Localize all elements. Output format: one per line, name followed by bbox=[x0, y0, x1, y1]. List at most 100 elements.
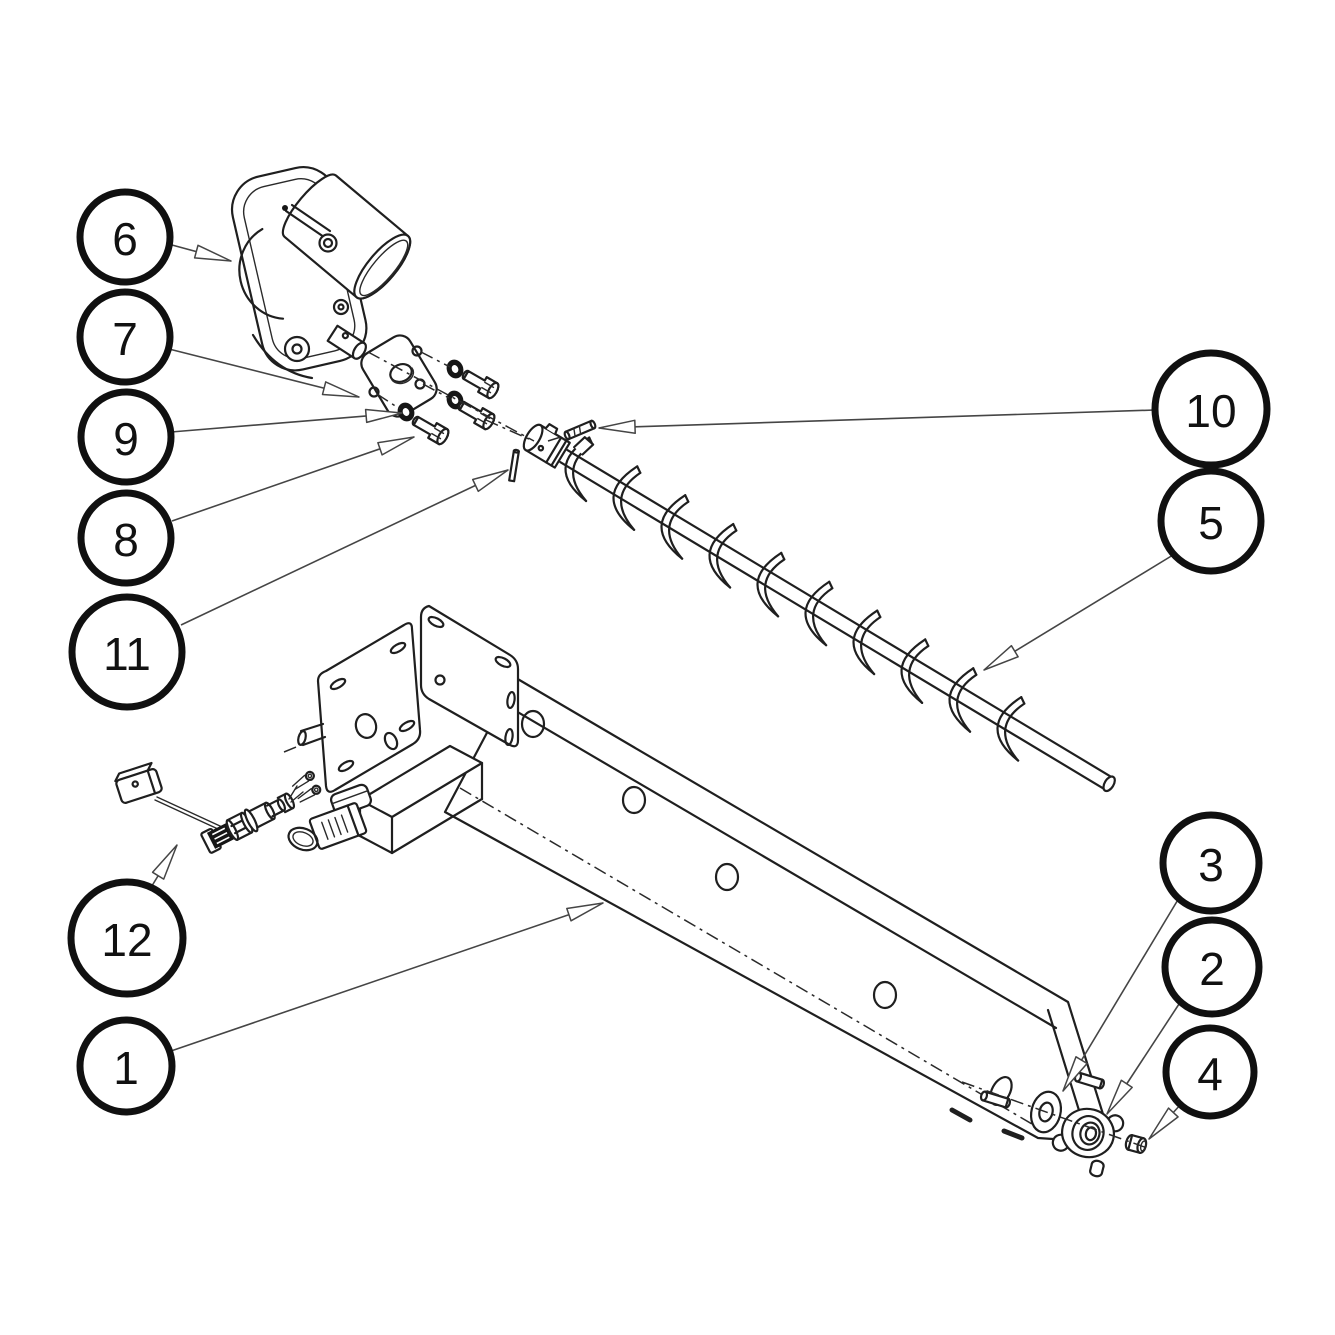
harness-plug bbox=[114, 761, 163, 804]
roll-pin-drawing bbox=[508, 448, 520, 483]
hex-bolt bbox=[458, 365, 502, 401]
auger-flight-edge bbox=[780, 551, 786, 561]
callout-number-10: 10 bbox=[1185, 385, 1236, 437]
callout-balloon-12 bbox=[67, 878, 187, 998]
hex-bolt bbox=[408, 411, 452, 447]
callout-10: 10 bbox=[598, 349, 1271, 469]
callout-balloon-5 bbox=[1157, 467, 1265, 575]
callout-arrowhead bbox=[598, 419, 636, 435]
callout-number-11: 11 bbox=[103, 628, 151, 680]
callout-6: 6 bbox=[76, 188, 232, 286]
auger-flight bbox=[948, 667, 975, 733]
auger-flight bbox=[612, 465, 639, 531]
auger-flight bbox=[852, 609, 879, 676]
callout-leader-line bbox=[1062, 897, 1180, 1092]
auger-flight-edge bbox=[1020, 696, 1026, 705]
motor-boss bbox=[283, 335, 311, 363]
callout-balloon-3 bbox=[1159, 811, 1263, 915]
callout-balloon-9 bbox=[77, 388, 175, 486]
auger-flight-edge bbox=[732, 522, 738, 532]
motor-terminal bbox=[282, 203, 338, 253]
callout-balloon-1 bbox=[76, 1016, 176, 1116]
callout-11: 11 bbox=[68, 469, 509, 711]
callout-number-7: 7 bbox=[112, 313, 138, 365]
callout-12: 12 bbox=[67, 844, 187, 998]
mount-bracket-drawing bbox=[283, 604, 520, 855]
harness-connector bbox=[200, 792, 296, 854]
callout-arrowhead bbox=[151, 844, 178, 880]
motor-output-shaft bbox=[326, 324, 367, 360]
auger-flight bbox=[812, 587, 834, 647]
auger-hub bbox=[522, 423, 595, 469]
callout-arrowhead bbox=[566, 902, 604, 922]
callout-5: 5 bbox=[983, 467, 1265, 671]
auger-flight bbox=[660, 494, 687, 560]
callout-8: 8 bbox=[77, 436, 415, 587]
bracket-rear-plate bbox=[419, 604, 520, 748]
callout-arrowhead bbox=[377, 436, 415, 456]
callout-balloon-10 bbox=[1151, 349, 1271, 469]
auger-flight bbox=[908, 644, 930, 704]
flange-bearing bbox=[1051, 1107, 1125, 1159]
callout-number-3: 3 bbox=[1198, 839, 1224, 891]
callout-7: 7 bbox=[76, 288, 360, 398]
callout-arrowhead bbox=[471, 469, 509, 493]
weld-slot bbox=[1001, 1128, 1025, 1141]
auger-flight-edge bbox=[828, 580, 834, 590]
callout-balloon-7 bbox=[76, 288, 174, 386]
auger-flight bbox=[996, 696, 1023, 762]
callout-arrowhead bbox=[321, 381, 360, 398]
callout-leader-line bbox=[171, 436, 415, 522]
auger-flight bbox=[956, 673, 978, 733]
callout-2: 2 bbox=[1106, 916, 1263, 1115]
callout-9: 9 bbox=[77, 388, 403, 486]
callout-balloon-11 bbox=[68, 593, 186, 711]
callout-leader-line bbox=[598, 409, 1156, 429]
auger-flight bbox=[756, 551, 783, 618]
weld-slot bbox=[949, 1107, 973, 1123]
callout-arrowhead bbox=[1148, 1107, 1179, 1140]
callout-arrowhead bbox=[364, 408, 403, 424]
centerlines bbox=[367, 351, 1151, 1150]
callout-leader-line bbox=[170, 902, 604, 1052]
tray-crease-centerline bbox=[459, 787, 1033, 1125]
auger-flight-edge bbox=[924, 638, 930, 648]
auger-flight bbox=[860, 616, 882, 676]
callout-arrowhead bbox=[1062, 1056, 1088, 1092]
auger-flight bbox=[764, 558, 786, 618]
callouts: 6 7 9 8 11 121 10 5 3 24 bbox=[67, 188, 1271, 1140]
motor-can bbox=[281, 173, 412, 300]
auger-flight bbox=[1004, 702, 1026, 762]
callout-number-12: 12 bbox=[101, 914, 152, 966]
callout-number-8: 8 bbox=[113, 514, 139, 566]
callout-number-4: 4 bbox=[1197, 1048, 1223, 1100]
wire-harness-drawing bbox=[114, 761, 323, 854]
tray-weldment-drawing bbox=[443, 676, 1114, 1148]
callout-4: 4 bbox=[1148, 1024, 1258, 1140]
auger-flight bbox=[620, 471, 642, 531]
bearing-set-screw bbox=[1089, 1159, 1105, 1178]
callout-3: 3 bbox=[1062, 811, 1263, 1092]
callout-balloon-2 bbox=[1161, 916, 1263, 1018]
auger-drawing bbox=[522, 423, 1116, 793]
tray-hole bbox=[872, 980, 898, 1010]
gear-motor-drawing bbox=[230, 166, 412, 380]
auger-flight bbox=[900, 638, 927, 704]
auger-flights bbox=[564, 436, 1026, 762]
tray-hole bbox=[714, 862, 740, 892]
tray-plug-drawing bbox=[287, 783, 373, 852]
tray-hole bbox=[520, 709, 546, 739]
auger-flight bbox=[716, 529, 738, 589]
callout-1: 1 bbox=[76, 902, 604, 1116]
callout-leader-line bbox=[983, 554, 1174, 671]
callout-balloon-6 bbox=[76, 188, 174, 286]
callout-balloon-4 bbox=[1162, 1024, 1258, 1120]
auger-flight bbox=[668, 500, 690, 560]
callout-arrowhead bbox=[1106, 1079, 1133, 1115]
callout-leader-line bbox=[170, 412, 403, 433]
auger-flight bbox=[804, 580, 831, 647]
callout-number-6: 6 bbox=[112, 213, 138, 265]
auger-flight-edge bbox=[876, 609, 882, 619]
